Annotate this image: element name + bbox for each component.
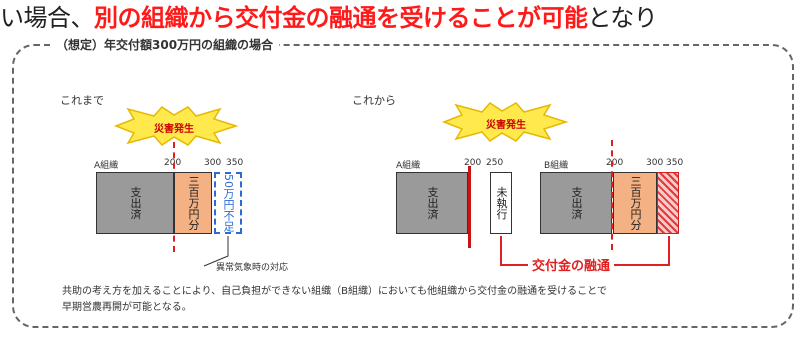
leader-line-before — [203, 236, 229, 267]
org-b-label-after: B組織 — [544, 161, 569, 171]
burst-label-before: 災害発生 — [154, 124, 194, 135]
tick-300-before: 300 — [204, 158, 222, 168]
burst-label-after: 災害発生 — [486, 120, 526, 131]
section-label-after: これから — [352, 94, 396, 107]
bar-used-label-before: 支出済 — [129, 186, 142, 220]
footnote-line-2: 早期営農再開が可能となる。 — [62, 302, 192, 313]
bar-b-remaining-label: 三百万円分 — [629, 175, 642, 231]
bar-b-used-after: 支出済 — [540, 172, 612, 234]
bar-a-used-label: 支出済 — [426, 186, 439, 220]
tick-a-250-after: 250 — [486, 158, 504, 168]
bar-remaining-before: 三百万円分 — [174, 172, 212, 234]
bar-b-remaining-after: 三百万円分 — [613, 172, 657, 234]
disaster-burst-icon — [113, 106, 239, 146]
tick-200-before: 200 — [164, 158, 182, 168]
caption-before: 異常気象時の対応 — [216, 263, 289, 273]
tick-a-200-after: 200 — [464, 158, 482, 168]
tick-b-300-after: 300 — [646, 158, 664, 168]
headline-part1: い場合、 — [0, 4, 95, 32]
headline-highlight: 別の組織から交付金の融通を受けることが可能 — [94, 4, 588, 32]
bar-remaining-label-before: 三百万円分 — [187, 175, 200, 231]
tick-b-200-after: 200 — [606, 158, 624, 168]
disaster-line-b-after — [611, 140, 613, 250]
bar-shortfall-before: 50万円不足 — [214, 172, 242, 234]
section-label-before: これまで — [60, 94, 104, 107]
footnote-line-1: 共助の考え方を加えることにより、自己負担ができない組織（B組織）においても他組織… — [62, 286, 607, 297]
tick-350-before: 350 — [226, 158, 244, 168]
bar-b-used-label: 支出済 — [570, 186, 583, 220]
flow-bracket-left — [500, 236, 502, 266]
org-a-label-before: A組織 — [94, 161, 119, 171]
tick-b-350-after: 350 — [666, 158, 684, 168]
bar-used-before: 支出済 — [96, 172, 174, 234]
disaster-burst-icon-after — [441, 102, 569, 142]
headline: い場合、別の組織から交付金の融通を受けることが可能となり — [0, 0, 808, 36]
footnote: 共助の考え方を加えることにより、自己負担ができない組織（B組織）においても他組織… — [62, 284, 762, 316]
scenario-frame — [12, 44, 794, 328]
bar-a-used-after: 支出済 — [396, 172, 468, 234]
bar-a-remaining-after: 未執行 — [490, 172, 512, 234]
bar-a-remaining-label: 未執行 — [495, 186, 508, 220]
flow-label: 交付金の融通 — [528, 255, 615, 274]
disaster-line-a-after — [468, 166, 471, 248]
flow-bracket-right — [668, 236, 670, 266]
headline-part3: となり — [587, 4, 658, 32]
org-a-label-after: A組織 — [396, 161, 421, 171]
bar-b-transfer-after — [657, 172, 679, 234]
bar-shortfall-label-before: 50万円不足 — [222, 174, 235, 232]
frame-title: （想定）年交付額300万円の組織の場合 — [50, 36, 280, 53]
